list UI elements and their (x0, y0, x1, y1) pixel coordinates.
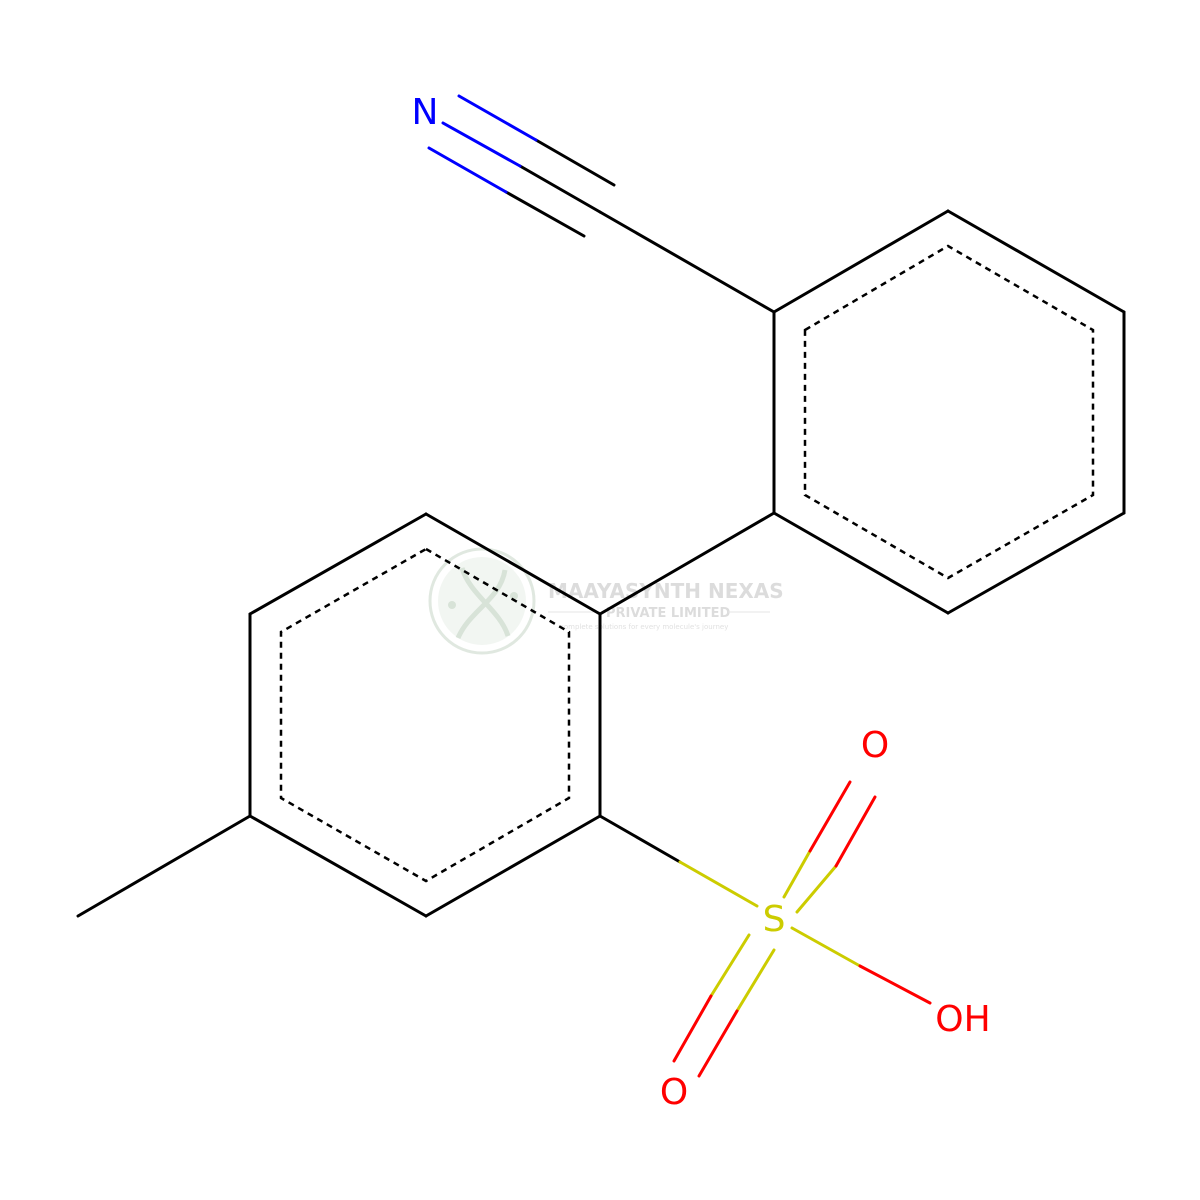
watermark: MAAYASYNTH NEXAS PRIVATE LIMITED complet… (428, 547, 784, 655)
watermark-line2: PRIVATE LIMITED (606, 606, 731, 621)
oxygen-top-label: O (861, 725, 889, 766)
lower-benzene-ring (248, 512, 602, 918)
nitrogen-atom-label: N (412, 92, 439, 133)
nitrile-group: N (412, 92, 776, 314)
upper-benzene-ring (772, 209, 1126, 615)
dna-helix-logo (428, 547, 536, 655)
watermark-line3: complete solutions for every molecule's … (560, 623, 728, 631)
biaryl-bond (598, 511, 776, 616)
oxygen-bottom-label: O (660, 1072, 688, 1113)
sulfonic-acid-group: S O O OH (598, 725, 991, 1113)
watermark-line1: MAAYASYNTH NEXAS (548, 579, 784, 603)
methyl-bond (76, 814, 252, 918)
hydroxyl-label: OH (935, 999, 990, 1040)
sulfur-atom-label: S (763, 899, 786, 940)
